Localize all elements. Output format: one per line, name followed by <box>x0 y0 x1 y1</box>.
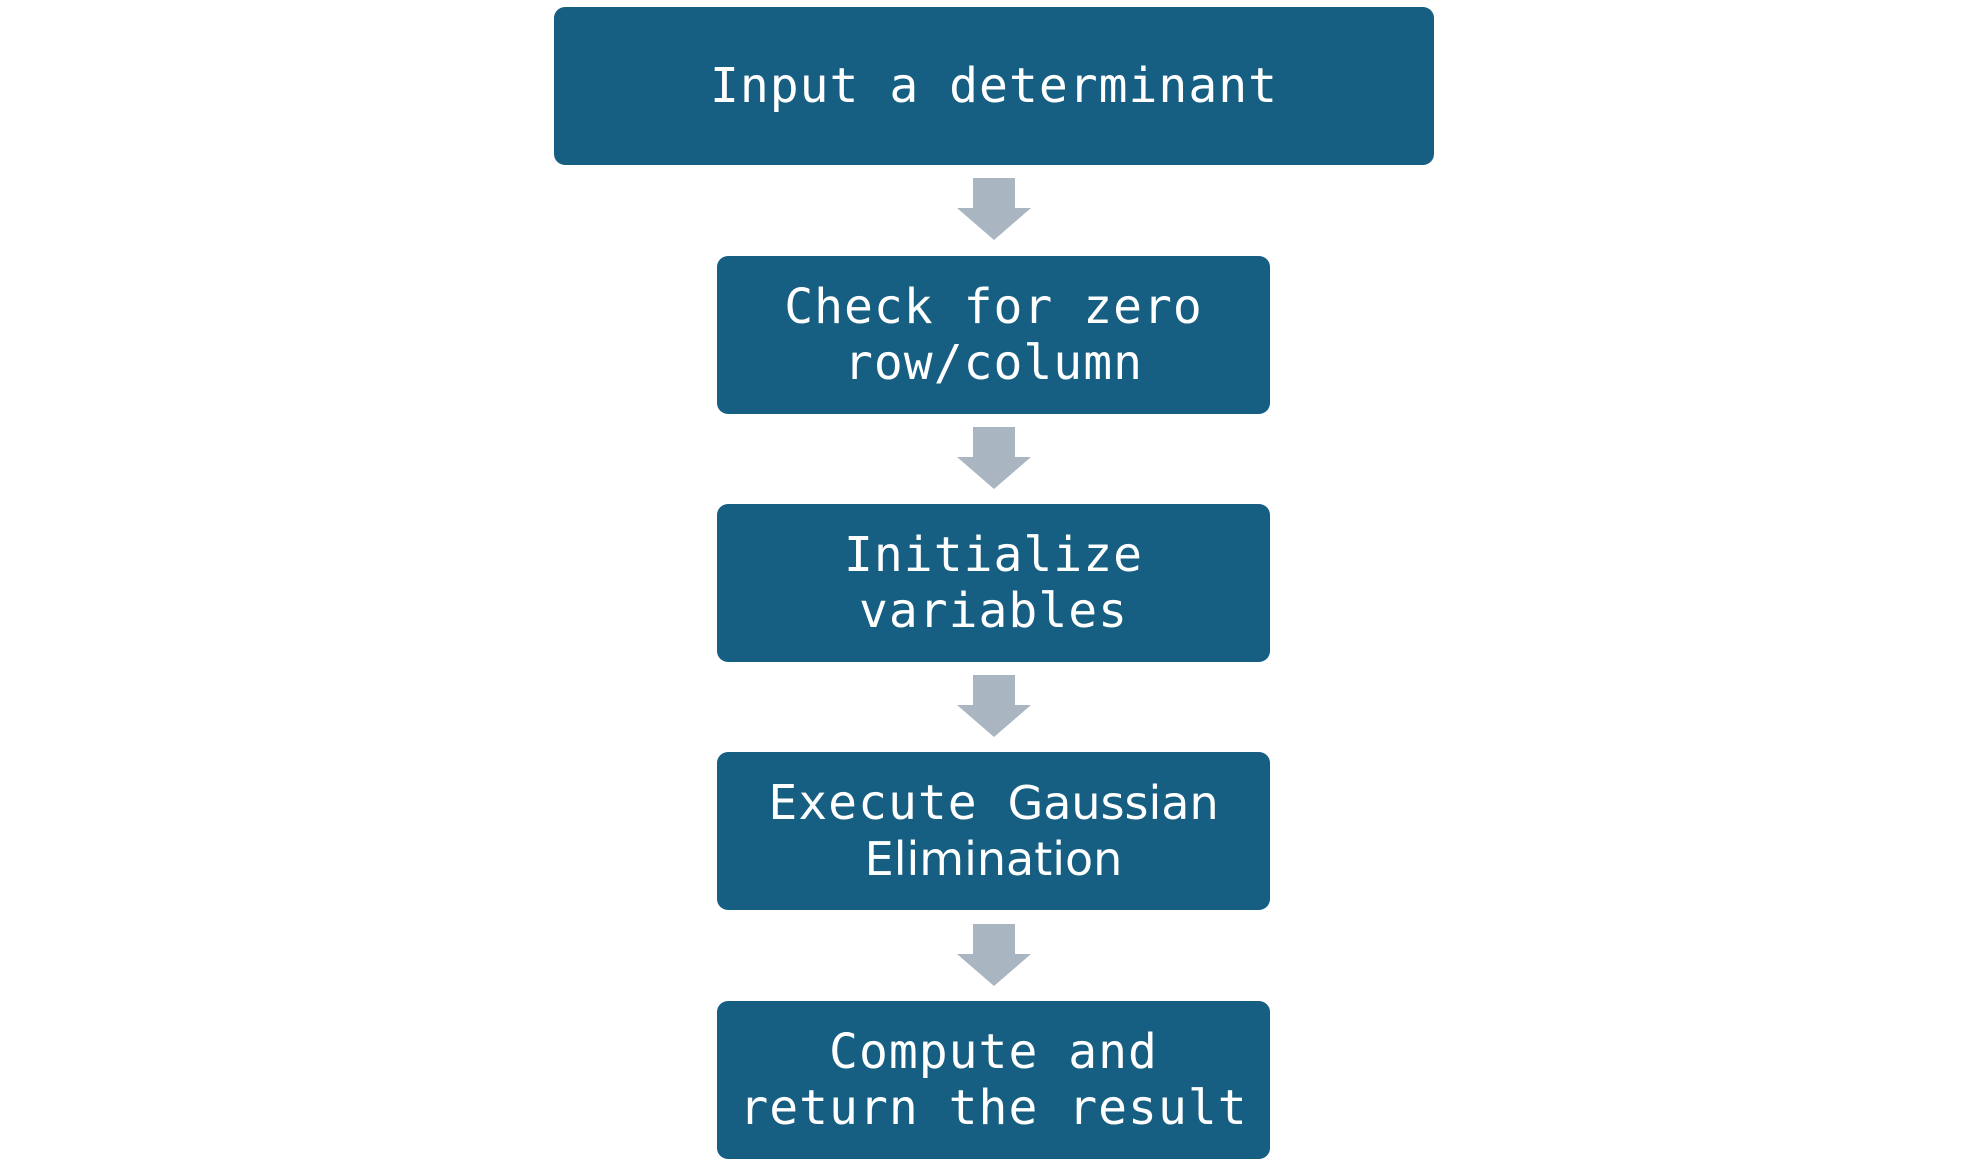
step-label-line-1: Initialize <box>844 527 1143 583</box>
down-arrow-icon <box>957 427 1031 489</box>
step-label-line-1: Check for zero <box>784 279 1203 335</box>
step-label-gaussian: Gaussian <box>1007 776 1219 830</box>
step-input-determinant: Input a determinant <box>554 7 1434 165</box>
down-arrow-icon <box>957 675 1031 737</box>
step-execute-gaussian-elimination: Execute Gaussian Elimination <box>717 752 1270 910</box>
step-label-elimination: Elimination <box>864 832 1123 886</box>
down-arrow-icon <box>957 924 1031 986</box>
step-label-line-2: row/column <box>844 335 1143 391</box>
step-label: Input a determinant <box>709 58 1279 114</box>
down-arrow-icon <box>957 178 1031 240</box>
step-label-execute: Execute <box>768 775 978 831</box>
step-check-zero-row-column: Check for zero row/column <box>717 256 1270 414</box>
step-initialize-variables: Initialize variables <box>717 504 1270 662</box>
step-label-line-1: Compute and <box>829 1024 1158 1080</box>
step-compute-return-result: Compute and return the result <box>717 1001 1270 1159</box>
step-label-line-2: variables <box>858 583 1129 639</box>
step-label-line-2: return the result <box>739 1080 1248 1136</box>
